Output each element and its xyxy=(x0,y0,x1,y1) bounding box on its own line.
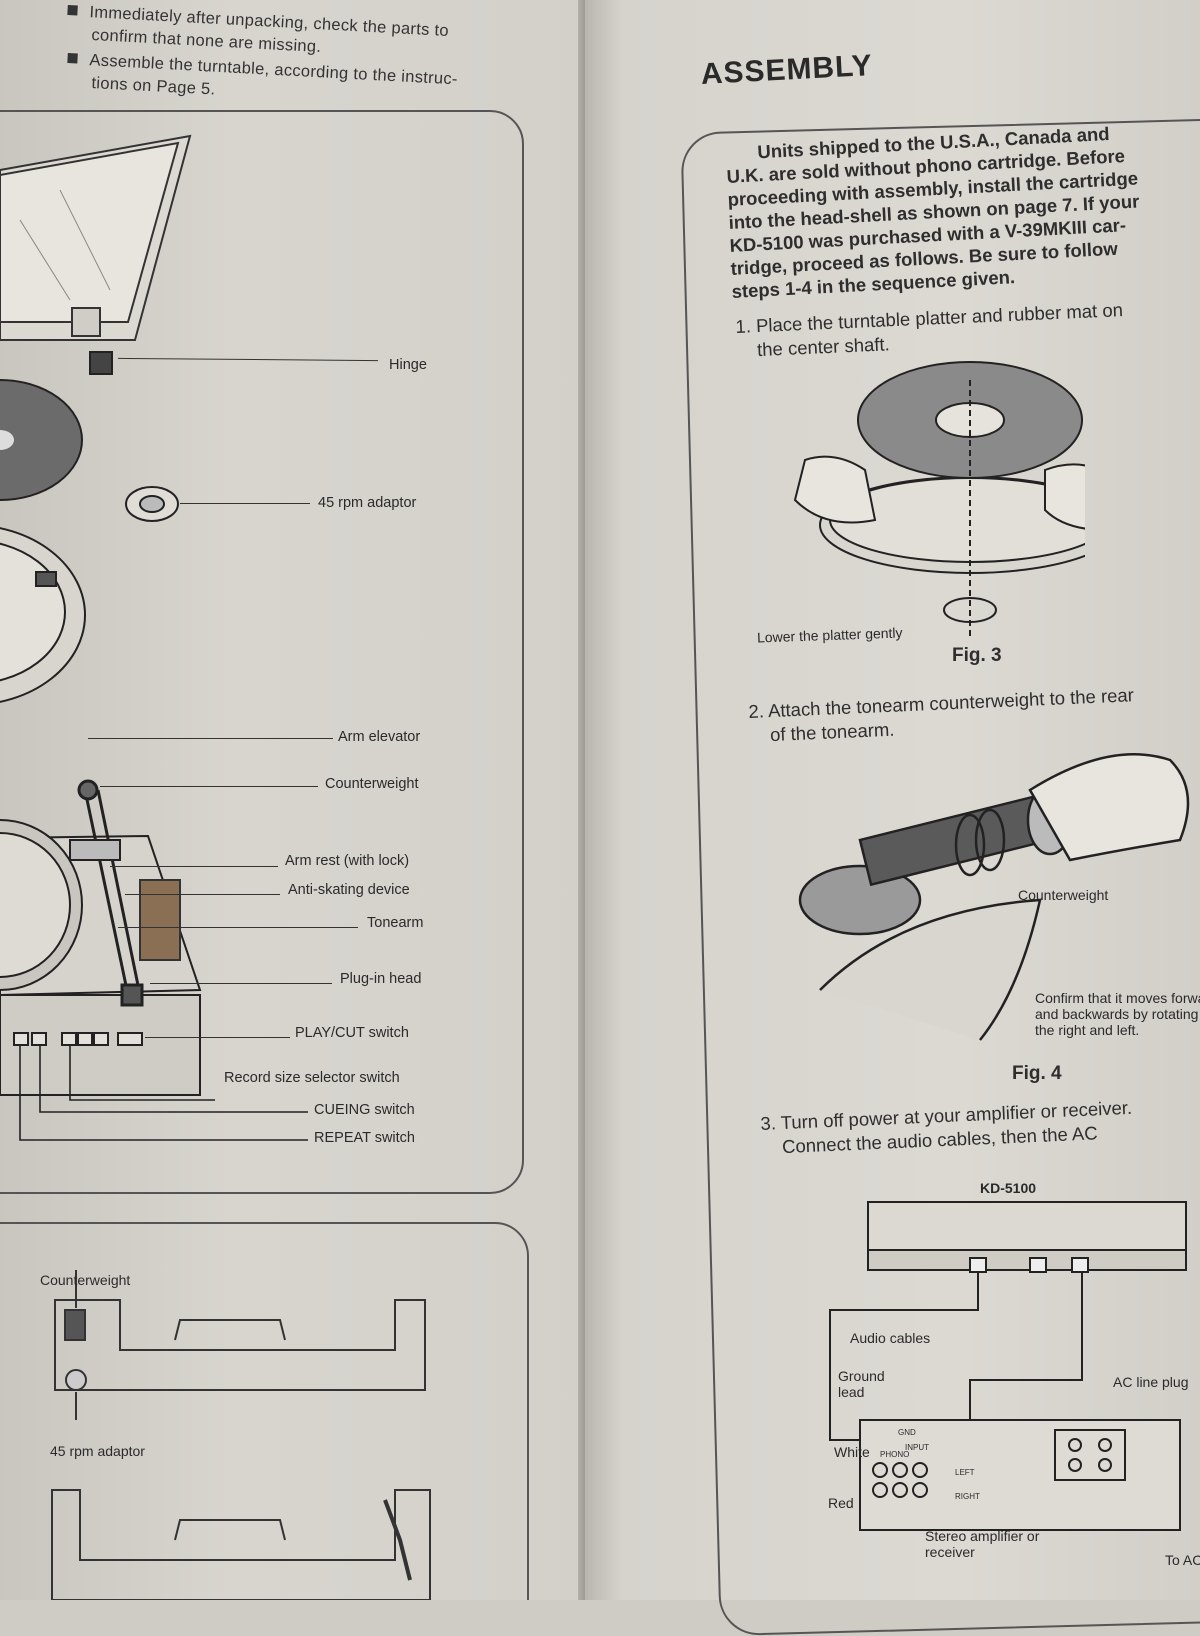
label-play-cut-switch: PLAY/CUT switch xyxy=(295,1025,409,1041)
fig5-wiring-diagram xyxy=(829,1201,1187,1531)
label-plug-in-head: Plug-in head xyxy=(340,971,422,987)
parts-frame xyxy=(0,110,524,1194)
tonearm-leader xyxy=(118,927,358,928)
label-arm-elevator: Arm elevator xyxy=(338,729,421,745)
arm-elevator-leader xyxy=(88,738,333,739)
platter-mat xyxy=(0,379,83,501)
fig4-counterweight-label: Counterweight xyxy=(1018,887,1109,903)
fig3-label: Fig. 3 xyxy=(952,645,1002,666)
label-arm-rest: Arm rest (with lock) xyxy=(285,853,410,869)
fig5-white-label: White xyxy=(834,1444,870,1460)
label-anti-skating: Anti-skating device xyxy=(288,882,410,898)
label-tonearm: Tonearm xyxy=(367,915,424,931)
label-record-size-selector: Record size selector switch xyxy=(224,1070,400,1086)
counterweight-leader xyxy=(100,786,318,787)
turntable-body xyxy=(0,819,202,1096)
play-cut-leader xyxy=(145,1037,290,1038)
fig5-to-ac-label: To AC xyxy=(1165,1552,1200,1568)
fig4-label: Fig. 4 xyxy=(1012,1063,1062,1084)
switch-row xyxy=(13,1032,308,1141)
fig5-input-label: INPUT xyxy=(905,1443,929,1452)
adaptor-leader xyxy=(180,503,310,504)
fig5-audio-cables-label: Audio cables xyxy=(850,1330,931,1346)
box-label-adaptor: 45 rpm adaptor xyxy=(50,1443,145,1459)
hinge-part xyxy=(89,351,113,375)
left-page: Immediately after unpacking, check the p… xyxy=(0,0,585,1600)
adaptor-part xyxy=(125,486,179,522)
label-hinge: Hinge xyxy=(389,357,427,373)
packaging-illustration xyxy=(51,1270,431,1600)
fig4-illustration xyxy=(798,753,1190,1041)
label-45-rpm-adaptor: 45 rpm adaptor xyxy=(318,495,417,511)
fig3-illustration xyxy=(793,361,1085,640)
fig5-model-label: KD-5100 xyxy=(980,1180,1037,1196)
label-counterweight: Counterweight xyxy=(325,776,419,792)
fig5-left-label: LEFT xyxy=(955,1468,975,1477)
anti-skating-leader xyxy=(125,894,280,895)
box-label-counterweight: Counterweight xyxy=(40,1272,131,1288)
fig5-gnd-label: GND xyxy=(898,1428,916,1437)
fig5-red-label: Red xyxy=(828,1495,854,1511)
fig5-phono-label: PHONO xyxy=(880,1450,910,1459)
packaging-frame xyxy=(0,1222,529,1600)
label-cueing-switch: CUEING switch xyxy=(314,1102,415,1118)
fig5-right-label: RIGHT xyxy=(955,1492,980,1501)
dust-cover xyxy=(0,134,192,341)
plug-in-head-leader xyxy=(150,983,332,984)
tonearm-drawing xyxy=(69,779,144,1007)
arm-rest-leader xyxy=(110,866,278,867)
fig4-confirm-note: Confirm that it moves forward and backwa… xyxy=(1035,990,1200,1038)
fig5-ac-line-plug-label: AC line plug xyxy=(1113,1374,1189,1390)
fig5-ground-lead-label: Ground lead xyxy=(838,1368,885,1400)
fig5-amplifier-label: Stereo amplifier or receiver xyxy=(925,1528,1040,1560)
parts-illustration xyxy=(0,134,308,1141)
label-repeat-switch: REPEAT switch xyxy=(314,1130,415,1146)
platter-base xyxy=(0,527,86,703)
